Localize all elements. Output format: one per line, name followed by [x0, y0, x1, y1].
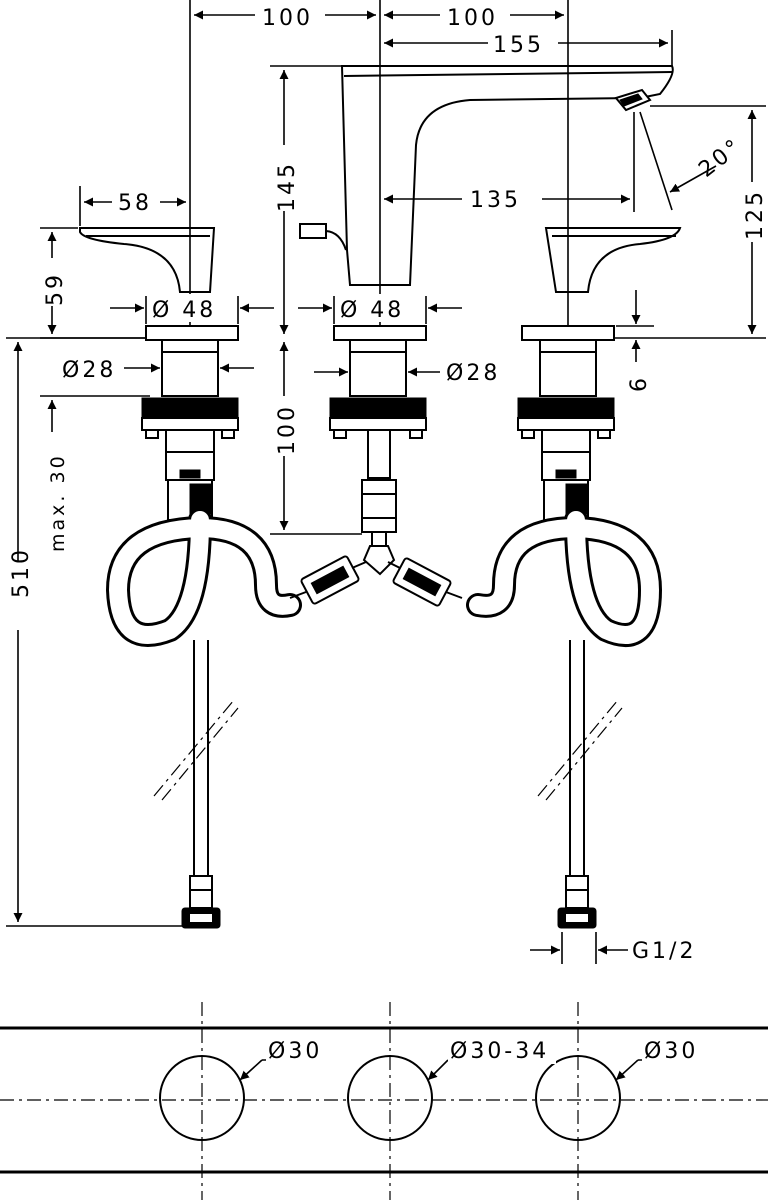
dimension-handle-height-59: 59 — [43, 272, 68, 306]
hole-center-circle — [347, 1055, 433, 1141]
dimension-left-shank-dia: Ø28 — [62, 358, 254, 383]
dimension-spout-reach-155: 155 — [493, 33, 544, 58]
right-base — [521, 325, 615, 397]
right-handle — [544, 227, 682, 293]
dimension-thread: G1/2 — [530, 932, 696, 964]
left-handle — [79, 227, 216, 293]
dimension-hose-length: 510 — [6, 337, 190, 927]
dimension-hose-length-510: 510 — [9, 547, 34, 598]
right-hose-loop — [466, 508, 663, 647]
dimension-handle-width: 58 — [79, 186, 186, 226]
dimension-base-thickness: 6 — [616, 290, 654, 392]
dimension-center-shank-dia-28: Ø28 — [446, 361, 500, 386]
dimension-top-right-100: 100 — [447, 6, 498, 31]
dimension-inner-reach: 135 — [384, 112, 635, 213]
hole-left-circle — [159, 1055, 245, 1141]
dimension-shank-length-100: 100 — [275, 404, 300, 455]
dimension-center-base-dia: Ø 48 — [298, 294, 462, 324]
hole-left-label: Ø30 — [268, 1039, 322, 1064]
dimension-max-deck-30: max. 30 — [47, 453, 69, 552]
hole-right-circle — [535, 1055, 621, 1141]
left-hose-loop — [105, 508, 302, 647]
dimension-thread-g12: G1/2 — [632, 939, 696, 964]
center-valve-body — [329, 397, 427, 549]
dimension-top-left-100: 100 — [262, 6, 313, 31]
dimension-left-base-dia-48: Ø 48 — [152, 298, 216, 323]
dimension-spout-height-145: 145 — [275, 161, 300, 212]
hole-center-label: Ø30-34 — [450, 1039, 549, 1064]
dimension-center-shank-dia: Ø28 — [314, 361, 500, 386]
dimension-left-base-dia: Ø 48 — [110, 294, 274, 324]
dimension-shank-length: 100 — [270, 342, 362, 535]
center-base — [333, 325, 427, 397]
right-supply-pipe — [537, 640, 623, 929]
hole-plan: Ø30 Ø30-34 Ø30 — [0, 1002, 768, 1200]
spout — [270, 65, 674, 286]
dimension-left-shank-dia-28: Ø28 — [62, 358, 116, 383]
right-valve-body — [517, 397, 615, 521]
dimension-angle: 20° — [639, 111, 748, 211]
dimension-inner-reach-135: 135 — [470, 188, 521, 213]
dimension-outlet-height-125: 125 — [743, 189, 768, 240]
dimension-handle-height: 59 — [40, 227, 146, 339]
dimension-base-thickness-6: 6 — [627, 375, 652, 392]
dimension-spout-height: 145 — [272, 70, 300, 334]
hole-right-label: Ø30 — [644, 1039, 698, 1064]
top-dimension-group: 100 100 155 — [189, 0, 673, 330]
dimension-center-base-dia-48: Ø 48 — [340, 298, 404, 323]
left-valve-body — [141, 397, 239, 521]
dimension-max-deck: max. 30 — [40, 395, 150, 552]
left-base — [145, 325, 239, 397]
dimension-outlet-height: 125 — [614, 105, 768, 339]
dimension-handle-width-58: 58 — [118, 191, 152, 216]
dimension-angle-20: 20° — [694, 133, 747, 182]
left-supply-pipe — [153, 640, 239, 929]
center-y-connector — [289, 545, 463, 607]
